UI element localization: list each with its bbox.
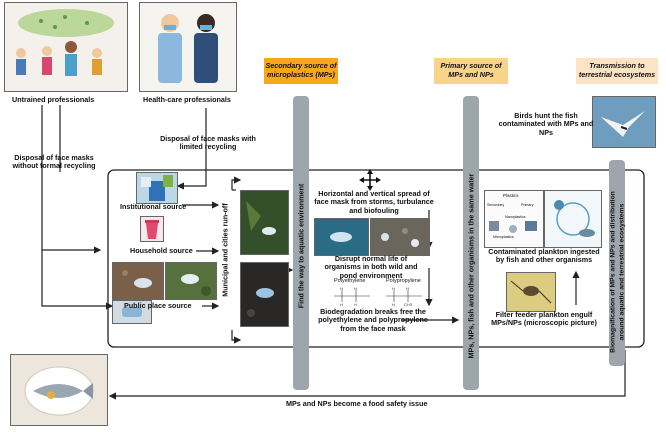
institutional-source-photo [136, 172, 178, 204]
household-source-label: Household source [130, 246, 193, 255]
runoff-photo-1 [240, 190, 289, 255]
biomagnification-label-2: around aquatic and terrestrial ecosystem… [618, 203, 626, 341]
spread-text: Horizontal and vertical spread of face m… [314, 189, 434, 215]
public-place-photo-1 [112, 262, 164, 300]
microscopic-plankton-photo [506, 272, 556, 312]
svg-text:H: H [392, 302, 395, 306]
filter-feeder-text: Filter feeder plankton engulf MPs/NPs (m… [491, 310, 597, 328]
plastics-inset-diagram: Plastics Secondary Primary Nanoplastics … [484, 190, 544, 248]
same-water-label: MPs, NPs, fish and other organisms in th… [466, 173, 476, 359]
birds-hunt-text: Birds hunt the fish contaminated with MP… [498, 111, 594, 137]
floating-mask-photo [314, 218, 369, 256]
food-safety-text: MPs and NPs become a food safety issue [286, 399, 428, 408]
same-water-pillar [463, 96, 479, 390]
transmission-tag: Transmission to terrestrial ecosystems [576, 58, 658, 84]
svg-text:H: H [354, 286, 357, 291]
biomagnification-label-1: Biomagnification of MPs and NPs and dist… [609, 191, 617, 353]
svg-text:H: H [340, 286, 343, 291]
plastics-inset-micro: Microplastics [493, 235, 514, 239]
shoreline-debris-photo [370, 218, 430, 256]
polypropylene-label: Polypropylene [386, 278, 421, 284]
health-care-professionals-label: Health-care professionals [143, 95, 231, 104]
svg-text:H: H [354, 302, 357, 306]
polymer-structures: H H H H H H H CH3 [334, 286, 422, 306]
runoff-photo-2 [240, 262, 289, 327]
household-source-photo [140, 216, 164, 242]
institutional-source-label: Institutional source [120, 202, 187, 211]
plastics-inset-nano: Nanoplastics [505, 215, 526, 219]
plankton-cycle-diagram [544, 190, 602, 248]
public-place-photo-2 [165, 262, 217, 300]
biomagnification-pillar [609, 160, 625, 366]
bird-fish-photo [592, 96, 656, 148]
plastics-inset-title: Plastics [503, 193, 519, 198]
fish-plate-photo [10, 354, 108, 426]
aquatic-environment-pillar [293, 96, 309, 390]
plastics-inset-primary: Primary [521, 203, 534, 207]
polyethylene-label: Polyethylene [334, 278, 366, 284]
disposal-limited-recycling-label: Disposal of face masks with limited recy… [160, 134, 256, 152]
public-place-source-label: Public place source [124, 301, 192, 310]
public-place-mask-photo [112, 300, 152, 324]
secondary-source-tag: Secondary source of microplastics (MPs) [264, 58, 338, 84]
svg-text:H: H [406, 286, 409, 291]
svg-text:H: H [340, 302, 343, 306]
disposal-without-recycling-label: Disposal of face masks without formal re… [12, 153, 96, 171]
svg-text:H: H [392, 286, 395, 291]
untrained-professionals-label: Untrained professionals [12, 95, 95, 104]
health-care-professionals-illustration [139, 2, 237, 92]
four-way-arrow-icon [359, 169, 381, 191]
disrupt-text: Disrupt normal life of organisms in both… [324, 254, 418, 280]
untrained-professionals-illustration [4, 2, 128, 92]
primary-source-tag: Primary source of MPs and NPs [434, 58, 508, 84]
aquatic-environment-label: Find the way to aquatic environment [296, 183, 306, 309]
municipal-runoff-label: Municipal and cities run-off [220, 203, 230, 297]
svg-text:CH3: CH3 [404, 302, 413, 306]
biodegradation-text: Biodegradation breaks free the polyethyl… [318, 307, 428, 333]
contaminated-plankton-text: Contaminated plankton ingested by fish a… [488, 247, 600, 265]
plastics-inset-secondary: Secondary [487, 203, 505, 207]
